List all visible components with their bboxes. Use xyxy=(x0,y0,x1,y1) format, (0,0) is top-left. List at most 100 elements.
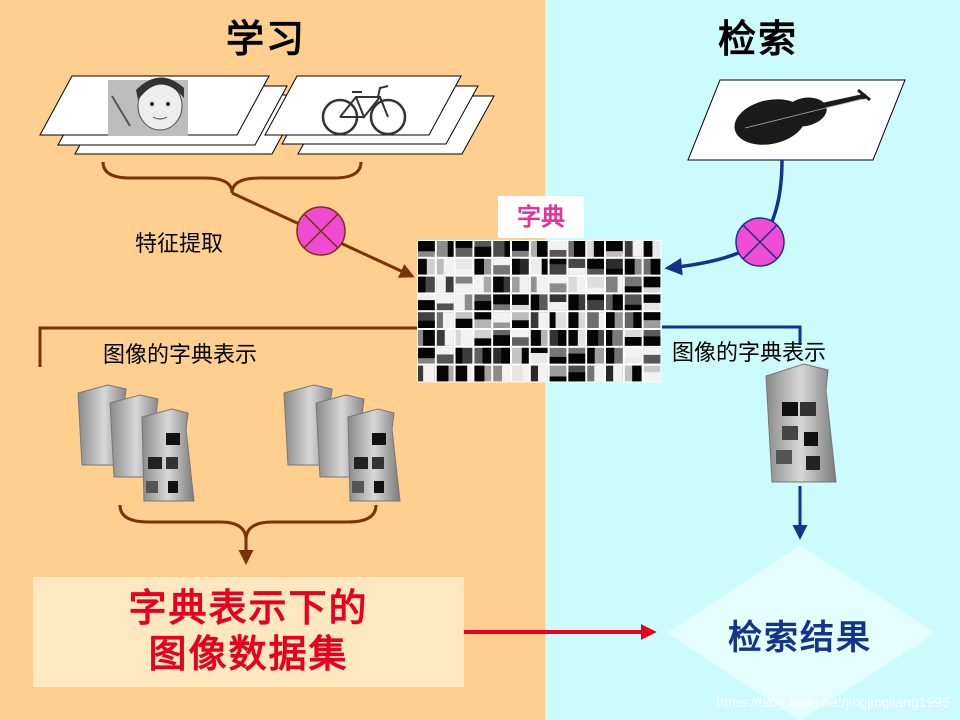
dictionary-atom-shade xyxy=(538,365,548,382)
dictionary-atom-shade xyxy=(643,241,653,257)
dictionary-atom-shade xyxy=(482,347,492,364)
dictionary-atom-shade xyxy=(549,258,567,265)
dictionary-label: 字典 xyxy=(498,196,584,238)
dictionary-atom-shade xyxy=(650,258,661,275)
dictionary-atom-shade xyxy=(617,276,623,293)
dictionary-atom-shade xyxy=(502,365,510,382)
dictionary-atom-shade xyxy=(474,365,485,382)
dictionary-atom-shade xyxy=(504,241,510,257)
dictionary-atom-shade xyxy=(643,276,661,288)
dictionary-atom-shade xyxy=(443,258,454,275)
dictionary-atom-shade xyxy=(418,300,435,311)
dictionary-atom-shade xyxy=(512,241,529,251)
dictionary-atom-shade xyxy=(594,365,604,382)
dictionary-atom-shade xyxy=(512,294,529,305)
dataset-text: 字典表示下的 图像数据集 xyxy=(33,585,464,677)
dataset-line-1: 字典表示下的 xyxy=(128,585,369,630)
dictionary-atom-shade xyxy=(568,330,578,346)
dictionary-atom-shade xyxy=(493,258,510,266)
dataset-line-2: 图像数据集 xyxy=(148,631,349,676)
bag-of-words-icon xyxy=(283,384,401,502)
dictionary-atom-shade xyxy=(501,347,510,364)
result-diamond xyxy=(667,545,935,720)
watermark: https://blog.csdn.net/jingjingliang1995 xyxy=(716,694,950,710)
dictionary-atom-shade xyxy=(493,335,510,346)
bicycle-photo-icon xyxy=(264,75,495,155)
feature-extraction-label: 特征提取 xyxy=(135,232,224,257)
dictionary-atom-shade xyxy=(624,258,635,275)
dictionary-atom-shade xyxy=(624,286,642,293)
dictionary-atom-shade xyxy=(474,301,492,311)
dictionary-atom-shade xyxy=(530,330,541,346)
dictionary-atom-shade xyxy=(541,258,548,275)
dictionary-atom-shade xyxy=(474,276,484,293)
dictionary-atom-shade xyxy=(436,347,454,355)
bag-of-words-icon xyxy=(77,384,195,502)
dictionary-atom-shade xyxy=(633,312,642,328)
dictionary-atom-shade xyxy=(643,336,661,346)
dictionary-atom-shade xyxy=(418,347,435,359)
dictionary-atom-shade xyxy=(455,318,473,328)
dictionary-atom-shade xyxy=(587,258,604,269)
dictionary-atom-shade xyxy=(612,294,623,311)
dictionary-atom-shade xyxy=(538,312,548,328)
dictionary-atom-shade xyxy=(643,294,661,303)
dictionary-atom-shade xyxy=(418,241,435,252)
dictionary-atom-shade xyxy=(549,312,556,328)
dictionary-atom-shade xyxy=(536,276,548,293)
dictionary-atom-shade xyxy=(444,330,454,346)
dictionary-atom-shade xyxy=(418,276,426,293)
dictionary-atom-shade xyxy=(522,365,529,382)
feature-brace xyxy=(101,161,363,194)
dictionary-atom-shade xyxy=(474,312,492,320)
dictionary-atom-shade xyxy=(549,241,567,250)
dictionary-atom-shade xyxy=(606,347,615,364)
dataset-box: 字典表示下的 图像数据集 xyxy=(33,577,464,687)
dictionary-atom-shade xyxy=(418,320,435,328)
dictionary-atom-shade xyxy=(568,353,586,364)
dictionary-atom-shade xyxy=(455,365,468,382)
dictionary-atom-shade xyxy=(606,241,623,252)
dictionary-atom-shade xyxy=(624,347,642,358)
right-representation-bracket xyxy=(662,325,802,345)
dictionary-atom-shade xyxy=(442,312,454,328)
dictionary-atom-shade xyxy=(606,330,613,346)
dictionary-atom-shade xyxy=(493,294,510,305)
left-dictionary-representation-label: 图像的字典表示 xyxy=(103,343,258,368)
dictionary-atom-shade xyxy=(576,276,586,293)
dictionary-atom-shade xyxy=(643,312,661,321)
dictionary-atom-shade xyxy=(557,330,567,346)
right-dictionary-representation-label: 图像的字典表示 xyxy=(672,341,827,366)
dictionary-atom-shade xyxy=(436,294,454,304)
dictionary-atom-shade xyxy=(549,356,567,364)
dictionary-atom-shade xyxy=(512,320,529,328)
dictionary-atom-shade xyxy=(512,258,520,275)
dictionary-atom-shade xyxy=(624,304,642,311)
circle-times-icon xyxy=(296,206,346,256)
dictionary-atom-shade xyxy=(536,241,548,257)
dictionary-atom-shade xyxy=(512,330,529,338)
dictionary-atom-shade xyxy=(493,276,504,293)
retrieval-heading: 检索 xyxy=(718,16,799,61)
dictionary-atom-shade xyxy=(530,347,548,353)
dictionary-atom-shade xyxy=(519,276,529,293)
portrait-photo-icon xyxy=(39,75,305,155)
learning-heading: 学习 xyxy=(226,16,307,61)
dictionary-atom-shade xyxy=(474,338,492,346)
dictionary-atom-shade xyxy=(568,267,586,275)
dictionary-atom-shade xyxy=(587,330,599,346)
dictionary-atom-shade xyxy=(521,347,529,364)
dictionary-atom-shade xyxy=(460,330,473,346)
dictionary-atom-shade xyxy=(455,294,465,311)
dictionary-atom-shade xyxy=(613,365,623,382)
circle-times-icon xyxy=(735,217,785,267)
dictionary-atom-shade xyxy=(624,336,642,346)
dictionary-atom-shade xyxy=(632,241,642,257)
dictionary-atom-shade xyxy=(474,246,492,257)
left-representation-bracket xyxy=(38,326,417,367)
dictionary-atom-shade xyxy=(587,347,595,364)
dictionary-atom-shade xyxy=(455,241,473,248)
dictionary-atom-shade xyxy=(643,372,661,382)
dictionary-atom-shade xyxy=(593,241,604,257)
